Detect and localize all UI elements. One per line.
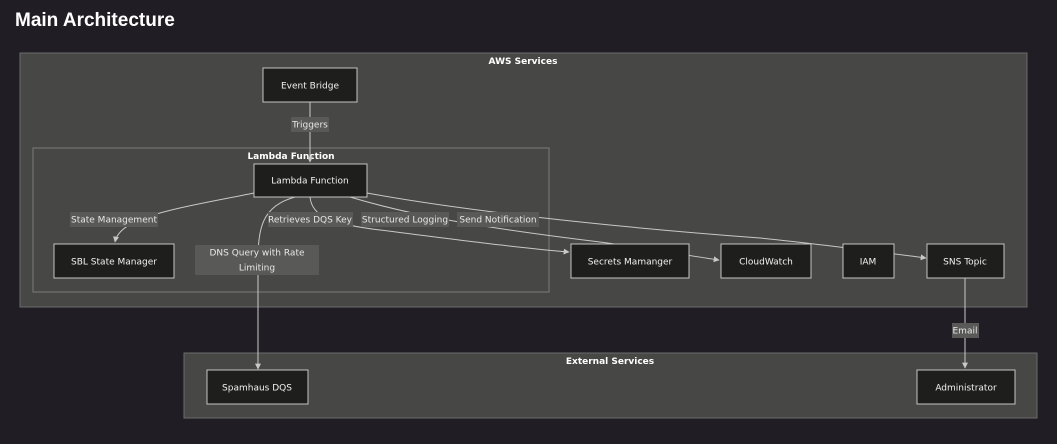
svg-text:SBL State Manager: SBL State Manager	[71, 258, 157, 268]
svg-text:Retrieves DQS Key: Retrieves DQS Key	[268, 216, 353, 226]
svg-text:CloudWatch: CloudWatch	[739, 258, 793, 268]
svg-text:Secrets Mamanger: Secrets Mamanger	[588, 258, 673, 268]
svg-text:Send Notification: Send Notification	[459, 216, 536, 226]
node-iam[interactable]: IAM	[842, 243, 895, 279]
node-administrator[interactable]: Administrator	[916, 369, 1016, 405]
edge-label-dns-query: DNS Query with Rate Limiting	[195, 245, 319, 275]
node-spamhaus-dqs[interactable]: Spamhaus DQS	[206, 369, 309, 405]
svg-text:Event Bridge: Event Bridge	[281, 82, 339, 92]
svg-text:Email: Email	[953, 327, 978, 337]
edge-label-triggers: Triggers	[291, 117, 329, 132]
svg-text:SNS Topic: SNS Topic	[943, 258, 987, 268]
node-event-bridge[interactable]: Event Bridge	[262, 67, 358, 103]
node-secrets-manager[interactable]: Secrets Mamanger	[570, 243, 690, 279]
svg-text:Administrator: Administrator	[935, 384, 997, 394]
cluster-label-external: External Services	[566, 357, 654, 367]
svg-text:Limiting: Limiting	[239, 264, 275, 274]
page-title: Main Architecture	[15, 10, 175, 31]
svg-text:Lambda Function: Lambda Function	[271, 177, 348, 187]
edge-label-send-notification: Send Notification	[457, 212, 539, 227]
edge-label-email: Email	[952, 323, 979, 338]
edge-state-management	[113, 192, 255, 243]
edge-label-state-management: State Management	[70, 212, 158, 227]
node-sns-topic[interactable]: SNS Topic	[926, 243, 1005, 279]
node-cloudwatch[interactable]: CloudWatch	[720, 243, 812, 279]
svg-text:DNS Query with Rate: DNS Query with Rate	[209, 249, 305, 259]
edge-label-retrieves-dqs-key: Retrieves DQS Key	[268, 212, 353, 227]
node-sbl-state-manager[interactable]: SBL State Manager	[53, 243, 175, 279]
edge-label-structured-logging: Structured Logging	[361, 212, 449, 227]
cluster-label-lambda: Lambda Function	[247, 152, 334, 162]
cluster-external-services: External Services	[183, 352, 1038, 419]
node-lambda-function[interactable]: Lambda Function	[253, 163, 368, 198]
svg-text:Structured Logging: Structured Logging	[362, 216, 448, 226]
svg-text:Spamhaus DQS: Spamhaus DQS	[222, 384, 292, 394]
cluster-label-aws: AWS Services	[489, 57, 558, 67]
svg-text:IAM: IAM	[860, 258, 877, 268]
svg-text:Triggers: Triggers	[291, 121, 328, 131]
svg-text:State Management: State Management	[71, 216, 157, 226]
